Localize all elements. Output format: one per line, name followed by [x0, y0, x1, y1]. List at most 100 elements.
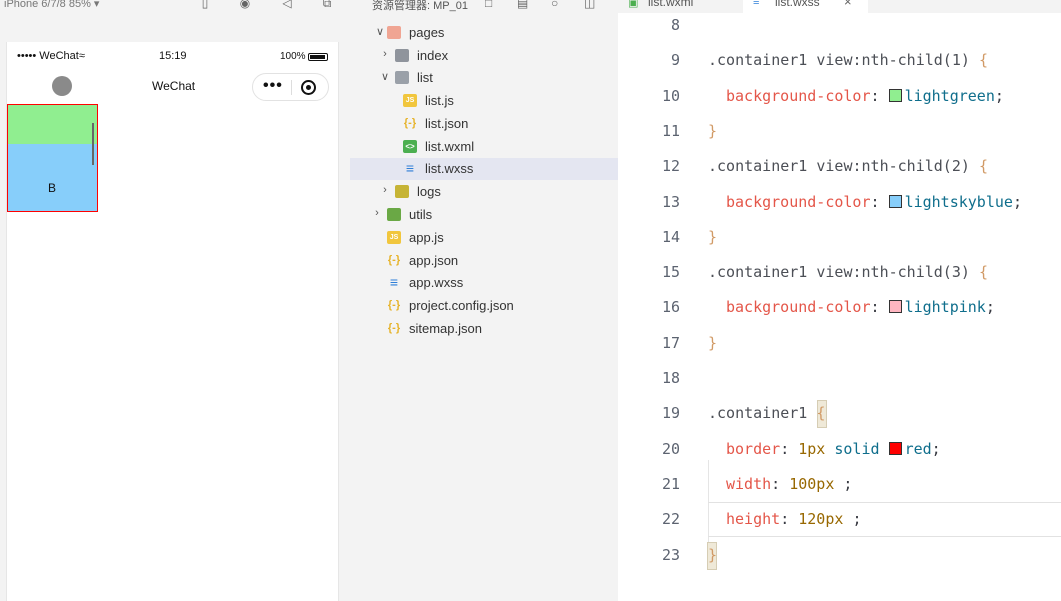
json-file-icon: {-}	[387, 322, 401, 334]
color-swatch-icon[interactable]	[888, 300, 902, 314]
line-number: 19	[661, 404, 680, 423]
color-swatch-icon[interactable]	[888, 88, 902, 102]
code-line[interactable]: 14}	[618, 220, 1061, 255]
code-line[interactable]: 23}	[618, 538, 1061, 573]
chevron-right-icon[interactable]: ›	[383, 184, 387, 196]
refresh-icon[interactable]: ○	[551, 0, 559, 10]
code-line[interactable]: 9.container1 view:nth-child(1) {	[618, 43, 1061, 78]
tab-label: list.wxml	[648, 0, 694, 9]
line-number: 13	[661, 192, 680, 211]
chevron-right-icon[interactable]: ›	[383, 48, 387, 60]
close-miniprogram-icon[interactable]	[301, 80, 316, 95]
color-swatch-icon[interactable]	[888, 441, 902, 455]
volume-icon[interactable]: ◁	[282, 0, 292, 10]
explorer-toolbar: 资源管理器: MP_01 □ ▤ ○ ◫	[350, 0, 618, 14]
css-selector: .container1 view:nth-child(1)	[708, 51, 970, 70]
chevron-down-icon[interactable]: ∨	[380, 71, 390, 83]
line-number: 21	[661, 474, 680, 493]
json-file-icon: {-}	[403, 117, 417, 129]
css-number: 1px	[798, 439, 826, 458]
css-selector: .container1 view:nth-child(2)	[708, 157, 970, 176]
css-property: width	[726, 474, 772, 493]
brace: {	[978, 263, 988, 282]
code-text: }	[708, 122, 717, 140]
tree-item-app-wxss[interactable]: ≡ app.wxss	[350, 272, 618, 294]
folder-icon	[395, 185, 409, 198]
code-line[interactable]: 21 width: 100px ;	[618, 467, 1061, 502]
collapse-icon[interactable]: ◫	[584, 0, 596, 10]
code-text: }	[708, 546, 717, 564]
color-swatch-icon[interactable]	[888, 194, 902, 208]
chevron-right-icon[interactable]: ›	[375, 207, 379, 219]
code-line[interactable]: 11}	[618, 114, 1061, 149]
explorer-title: 资源管理器: MP_01	[372, 0, 468, 12]
device-selector[interactable]: iPhone 6/7/8 85% ▾	[4, 0, 100, 10]
copy-window-icon[interactable]: ⧉	[322, 0, 332, 10]
tree-item-project-config-json[interactable]: {-}project.config.json	[350, 295, 618, 317]
new-file-icon[interactable]: □	[485, 0, 493, 10]
css-number: 120px	[798, 510, 844, 529]
code-text: width: 100px ;	[726, 474, 853, 493]
css-property: height	[726, 510, 781, 529]
bracket-match-highlight	[817, 400, 827, 429]
css-color-value: lightgreen	[904, 86, 995, 105]
chevron-down-icon[interactable]: ∨	[375, 26, 385, 38]
tree-item-app-json[interactable]: {-}app.json	[350, 250, 618, 272]
code-line[interactable]: 8	[618, 8, 1061, 43]
json-file-icon: {-}	[387, 299, 401, 311]
tree-item-label: logs	[417, 184, 441, 199]
tree-item-list[interactable]: ∨ list	[350, 67, 618, 89]
simulator-toolbar: iPhone 6/7/8 85% ▾ ▯ ◉ ◁ ⧉	[0, 0, 350, 14]
view-cell-1	[8, 105, 97, 144]
code-line[interactable]: 13 background-color: lightskyblue;	[618, 185, 1061, 220]
tree-item-index[interactable]: ›index	[350, 45, 618, 67]
wxss-file-icon: ≡	[389, 274, 399, 290]
stop-icon[interactable]: ◉	[239, 0, 251, 10]
tree-item-label: list	[417, 70, 433, 85]
wxml-file-icon: ▣	[628, 0, 639, 9]
new-folder-icon[interactable]: ▤	[517, 0, 529, 10]
tab-list-wxss[interactable]: ≡ list.wxss ×	[743, 0, 868, 13]
phone-icon[interactable]: ▯	[201, 0, 209, 10]
indent-guide	[708, 459, 709, 566]
current-line-highlight	[708, 502, 1061, 538]
tree-item-utils[interactable]: ›utils	[350, 204, 618, 226]
scrollbar[interactable]	[92, 123, 94, 165]
line-number: 15	[661, 263, 680, 282]
tab-list-wxml[interactable]: ▣ list.wxml	[628, 0, 738, 13]
tree-item-pages[interactable]: ∨pages	[350, 22, 618, 44]
tree-item-sitemap-json[interactable]: {-} sitemap.json	[350, 318, 618, 340]
css-color-value: red	[904, 439, 932, 458]
code-line[interactable]: 12.container1 view:nth-child(2) {	[618, 149, 1061, 184]
carrier-label: ••••• WeChat≈	[17, 50, 85, 62]
tree-item-list-wxml[interactable]: <>list.wxml	[350, 136, 618, 158]
code-text: background-color: lightskyblue;	[726, 192, 1022, 211]
tree-item-label: sitemap.json	[409, 321, 482, 336]
code-line[interactable]: 15.container1 view:nth-child(3) {	[618, 255, 1061, 290]
code-line[interactable]: 19.container1 {	[618, 396, 1061, 431]
brace: }	[708, 121, 718, 140]
brace: }	[708, 227, 718, 246]
code-text: }	[708, 334, 717, 352]
css-number: 100px	[789, 474, 835, 493]
css-property: background-color	[726, 86, 871, 105]
tree-item-list-json[interactable]: {-}list.json	[350, 113, 618, 135]
code-line[interactable]: 18	[618, 361, 1061, 396]
tree-item-logs[interactable]: › logs	[350, 181, 618, 203]
avatar[interactable]	[52, 76, 72, 96]
line-number: 17	[661, 333, 680, 352]
more-icon[interactable]: •••	[263, 77, 283, 94]
wxss-file-icon: ≡	[405, 160, 415, 176]
nav-title: WeChat	[152, 79, 196, 93]
wechat-navbar: WeChat •••	[7, 72, 338, 101]
tree-item-label: app.wxss	[409, 275, 464, 290]
close-icon[interactable]: ×	[844, 0, 852, 9]
tree-item-list-wxss[interactable]: ≡list.wxss	[350, 158, 618, 180]
code-line[interactable]: 17}	[618, 326, 1061, 361]
